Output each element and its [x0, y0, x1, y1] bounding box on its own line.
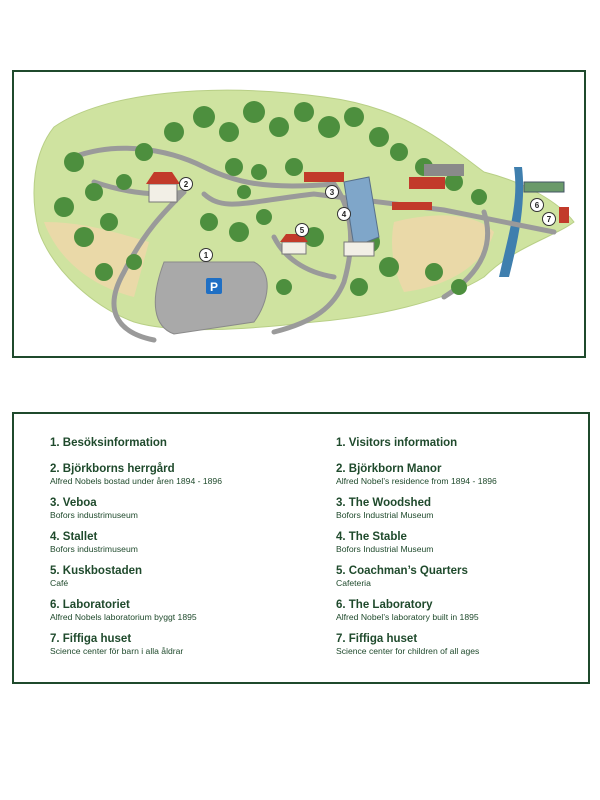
legend-entry-desc: Alfred Nobels laboratorium byggt 1895 [50, 612, 197, 622]
svg-text:1: 1 [204, 251, 209, 260]
legend-entry-title: 7. Fiffiga huset [50, 633, 132, 645]
map-marker-6[interactable]: 6 [530, 198, 544, 212]
legend-entry-desc: Café [50, 578, 69, 588]
site-map-illustration: P [33, 89, 575, 343]
svg-text:3: 3 [330, 188, 335, 197]
map-parking-lot [154, 261, 268, 335]
legend-entry-title: 1. Visitors information [336, 437, 458, 449]
legend-entry-title: 6. Laboratoriet [50, 599, 130, 611]
legend-entry-desc: Alfred Nobel’s residence from 1894 - 189… [336, 476, 497, 486]
legend-entry: 7. Fiffiga huset Science center for chil… [336, 632, 596, 666]
svg-text:2: 2 [184, 180, 189, 189]
legend-entry-title: 3. Veboa [50, 497, 97, 509]
legend-entry-title: 1. Besöksinformation [50, 437, 167, 449]
legend-entry: 1. Visitors information [336, 436, 596, 462]
legend-entry: 3. The Woodshed Bofors Industrial Museum [336, 496, 596, 530]
legend-english-column: 1. Visitors information 2. Björkborn Man… [336, 436, 596, 666]
legend-entry-desc: Alfred Nobel’s laboratory built in 1895 [336, 612, 479, 622]
svg-text:5: 5 [300, 226, 305, 235]
legend-entry-desc: Alfred Nobels bostad under åren 1894 - 1… [50, 476, 222, 486]
legend-entry: 3. Veboa Bofors industrimuseum [50, 496, 310, 530]
legend-entry: 4. The Stable Bofors Industrial Museum [336, 530, 596, 564]
legend-entry-title: 2. Björkborns herrgård [50, 463, 175, 475]
legend-entry-desc: Bofors industrimuseum [50, 510, 138, 520]
map-marker-5[interactable]: 5 [295, 223, 309, 237]
legend-entry: 2. Björkborn Manor Alfred Nobel’s reside… [336, 462, 596, 496]
legend-entry-title: 4. Stallet [50, 531, 98, 543]
map-river [499, 167, 524, 277]
map-marker-2[interactable]: 2 [179, 177, 193, 191]
parking-sign [206, 278, 222, 294]
map-marker-1[interactable]: 1 [199, 248, 213, 262]
legend-entry: 6. The Laboratory Alfred Nobel’s laborat… [336, 598, 596, 632]
svg-text:6: 6 [535, 201, 540, 210]
legend-entry: 7. Fiffiga huset Science center för barn… [50, 632, 310, 666]
legend-entry-desc: Cafeteria [336, 578, 371, 588]
legend-entry: 4. Stallet Bofors industrimuseum [50, 530, 310, 564]
legend-entry: 5. Kuskbostaden Café [50, 564, 310, 598]
map-marker-3[interactable]: 3 [325, 185, 339, 199]
map-marker-7[interactable]: 7 [542, 212, 556, 226]
map-buildings [146, 164, 569, 257]
map-marker-4[interactable]: 4 [337, 207, 351, 221]
legend-entry-title: 2. Björkborn Manor [336, 463, 442, 475]
legend-entry-desc: Science center for children of all ages [336, 646, 480, 656]
legend-entry-desc: Bofors Industrial Museum [336, 510, 434, 520]
legend-entry-desc: Bofors Industrial Museum [336, 544, 434, 554]
legend-entry-title: 4. The Stable [336, 531, 407, 543]
svg-text:7: 7 [547, 215, 552, 224]
svg-text:4: 4 [342, 210, 347, 219]
legend-entry-title: 6. The Laboratory [336, 599, 433, 611]
legend-entry-title: 5. Kuskbostaden [50, 565, 143, 577]
legend-entry-desc: Bofors industrimuseum [50, 544, 138, 554]
legend-swedish-column: 1. Besöksinformation 2. Björkborns herrg… [50, 436, 310, 666]
legend-entry: 1. Besöksinformation [50, 436, 310, 462]
map-field-right [392, 215, 494, 292]
legend-entry-title: 3. The Woodshed [336, 497, 431, 509]
legend-entry-desc: Science center för barn i alla åldrar [50, 646, 184, 656]
parking-sign-label: P [210, 280, 218, 294]
map-legend: 1. Besöksinformation 2. Björkborns herrg… [12, 412, 590, 684]
legend-entry: 6. Laboratoriet Alfred Nobels laboratori… [50, 598, 310, 632]
legend-entry: 5. Coachman’s Quarters Cafeteria [336, 564, 596, 598]
legend-entry-title: 5. Coachman’s Quarters [336, 565, 468, 577]
legend-entry-title: 7. Fiffiga huset [336, 633, 418, 645]
site-map: P [12, 70, 586, 358]
legend-entry: 2. Björkborns herrgård Alfred Nobels bos… [50, 462, 310, 496]
